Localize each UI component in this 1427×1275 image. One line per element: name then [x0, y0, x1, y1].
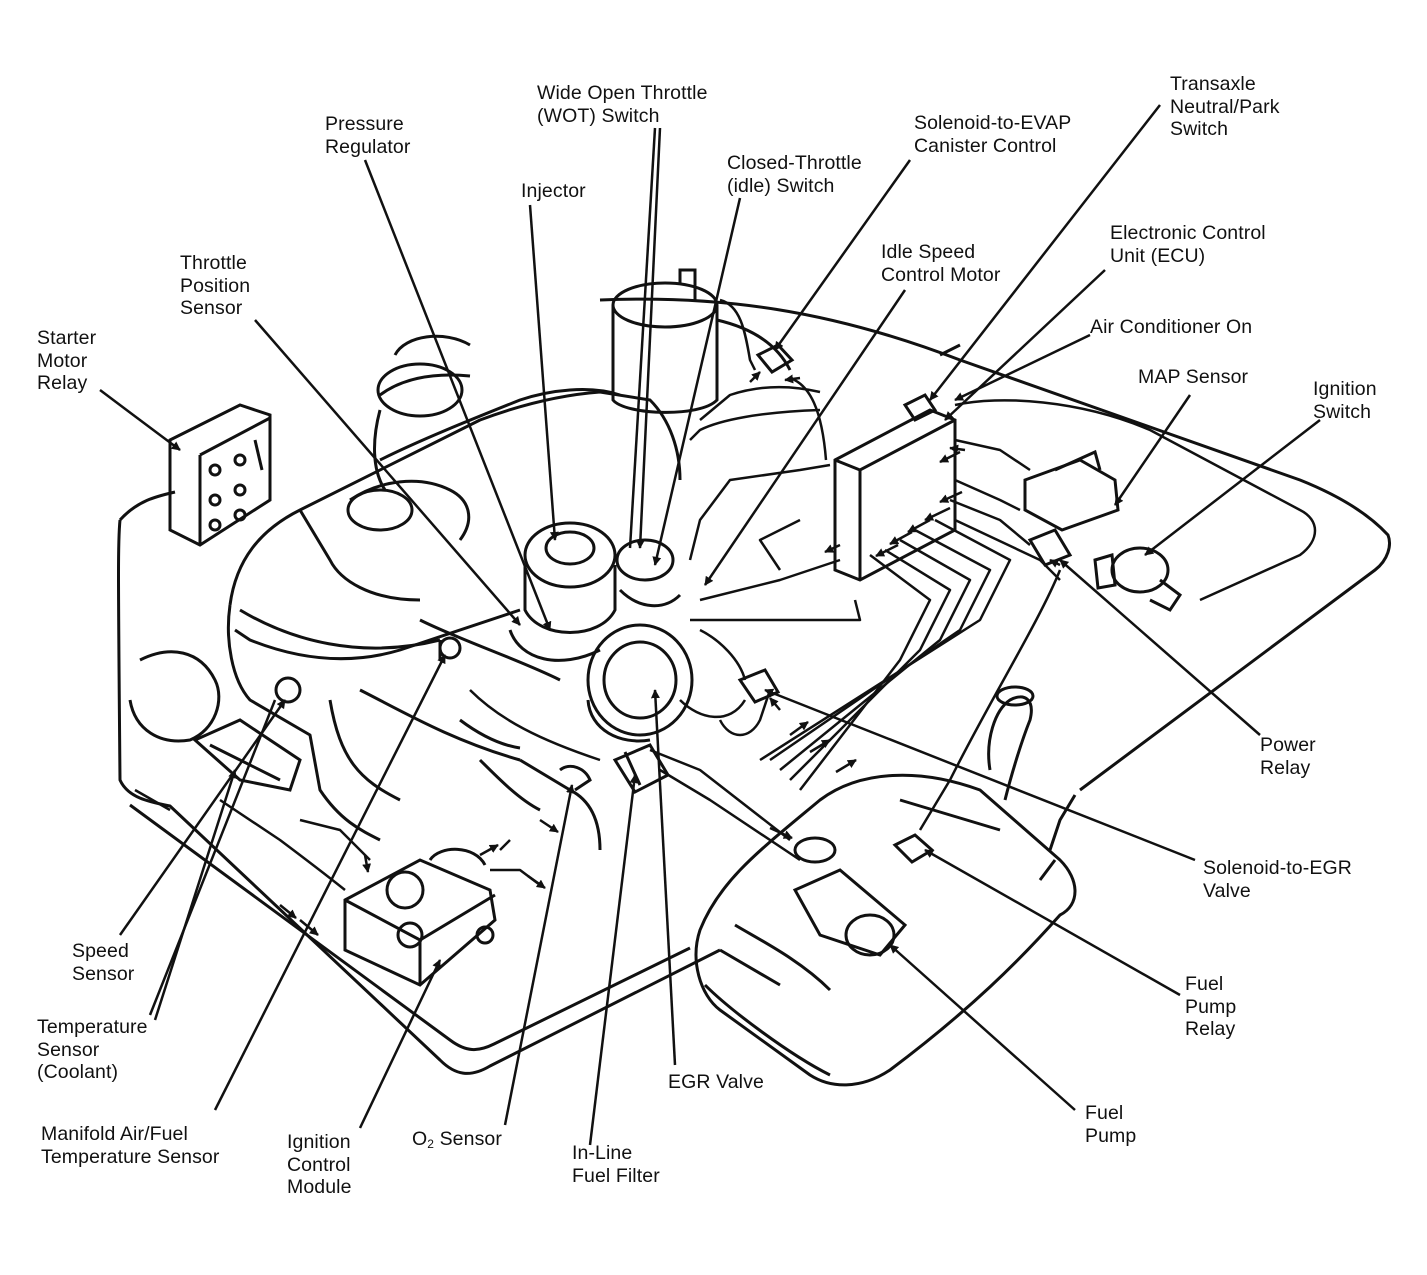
- label-electronic-control-unit: Electronic Control Unit (ECU): [1110, 222, 1266, 267]
- egr-valve-part: [586, 623, 694, 743]
- solenoid-egr-part: [737, 668, 781, 704]
- leader-lines: [99, 104, 1321, 1146]
- leader-idle-speed-motor: [703, 289, 907, 586]
- label-fuel-pump: Fuel Pump: [1085, 1102, 1137, 1147]
- leader-fuel-pump-relay: [924, 848, 1181, 997]
- leader-ecu: [944, 269, 1106, 421]
- leader-transaxle: [929, 104, 1161, 401]
- fuel-pump-part: [792, 836, 908, 957]
- leader-ignition-switch: [1144, 419, 1321, 556]
- leader-wot-switch-2: [628, 127, 657, 549]
- label-idle-speed-motor: Idle Speed Control Motor: [881, 241, 1001, 286]
- leader-injector: [528, 204, 559, 541]
- power-relay-part: [1027, 528, 1073, 567]
- label-wot-switch: Wide Open Throttle (WOT) Switch: [537, 82, 708, 127]
- label-pressure-regulator: Pressure Regulator: [325, 113, 411, 158]
- harness-arrows: [279, 371, 1061, 936]
- label-starter-relay: Starter Motor Relay: [37, 327, 97, 394]
- label-air-conditioner: Air Conditioner On: [1090, 316, 1253, 338]
- leader-manifold-sensor: [213, 654, 447, 1111]
- leader-ignition-module: [358, 959, 442, 1129]
- map-sensor-part: [1023, 449, 1120, 532]
- label-inline-filter: In-Line Fuel Filter: [572, 1142, 660, 1187]
- label-egr-valve: EGR Valve: [668, 1071, 764, 1093]
- label-transaxle: Transaxle Neutral/Park Switch: [1170, 73, 1280, 140]
- vehicle-floor-pan: [117, 297, 1391, 1075]
- throttle-body: [508, 521, 682, 662]
- leader-wot-switch: [635, 127, 662, 549]
- leader-throttle-position: [254, 319, 521, 626]
- label-speed-sensor: Speed Sensor: [72, 940, 135, 985]
- leader-starter-relay: [99, 389, 181, 451]
- ignition-module-part: [343, 847, 497, 987]
- label-ignition-module: Ignition Control Module: [287, 1131, 352, 1198]
- label-manifold-sensor: Manifold Air/Fuel Temperature Sensor: [41, 1123, 220, 1168]
- label-power-relay: Power Relay: [1260, 734, 1316, 779]
- fuel-pump-relay-part: [892, 833, 935, 864]
- label-fuel-pump-relay: Fuel Pump Relay: [1185, 973, 1237, 1040]
- leader-egr-valve: [650, 689, 677, 1066]
- ecu-box: [833, 408, 957, 582]
- leader-temperature-sensor: [153, 769, 237, 1021]
- wiring-harness: [134, 298, 1317, 891]
- engine-block: [128, 334, 682, 851]
- leader-map-sensor: [1113, 394, 1192, 506]
- leader-air-conditioner: [954, 333, 1091, 402]
- label-solenoid-egr: Solenoid-to-EGR Valve: [1203, 857, 1352, 902]
- leader-speed-sensor: [118, 699, 287, 936]
- leader-pressure-regulator: [363, 159, 552, 631]
- label-throttle-position: Throttle Position Sensor: [180, 252, 251, 319]
- label-closed-throttle: Closed-Throttle (idle) Switch: [727, 152, 862, 197]
- leader-fuel-pump: [889, 944, 1076, 1111]
- leader-o2-sensor: [503, 784, 575, 1126]
- leader-solenoid-evap: [773, 159, 912, 351]
- leader-speed-sensor-2: [148, 699, 277, 1016]
- label-temperature-sensor: Temperature Sensor (Coolant): [37, 1016, 148, 1083]
- o2-sensor-part: [559, 764, 592, 792]
- solenoid-evap-part: [755, 343, 795, 374]
- label-map-sensor: MAP Sensor: [1138, 366, 1249, 388]
- ignition-switch-part: [1093, 546, 1183, 612]
- starter-relay-part: [168, 403, 272, 547]
- label-solenoid-evap: Solenoid-to-EVAP Canister Control: [914, 112, 1072, 157]
- leader-solenoid-egr: [764, 688, 1196, 862]
- transaxle-switch-part: [902, 393, 938, 422]
- label-o2-sensor: O2 Sensor: [412, 1128, 502, 1151]
- label-ignition-switch: Ignition Switch: [1313, 378, 1377, 423]
- fuel-tank: [694, 685, 1077, 1087]
- leader-inline-filter: [588, 774, 639, 1146]
- label-injector: Injector: [521, 180, 586, 202]
- leader-power-relay: [1059, 559, 1261, 736]
- leader-closed-throttle: [652, 197, 742, 566]
